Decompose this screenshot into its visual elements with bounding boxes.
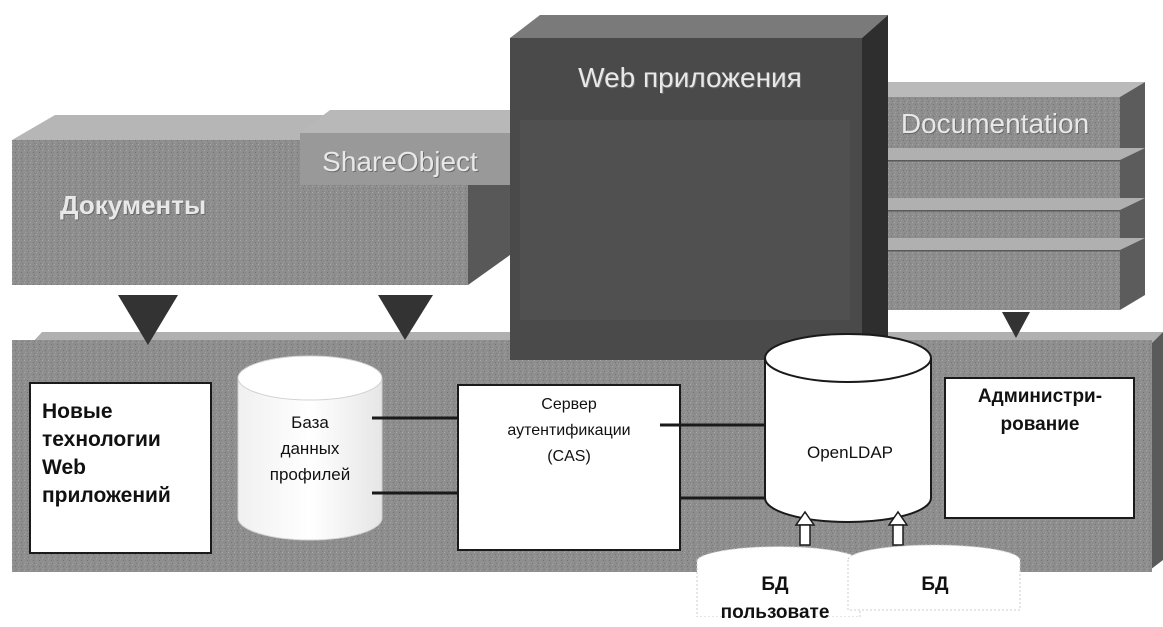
documentation-down-arrow: [1002, 312, 1030, 338]
db-up-arrow: [887, 510, 909, 546]
profile-db-cylinder: [237, 355, 383, 541]
cas-label: Сервер аутентификации (CAS): [507, 396, 631, 465]
users-db-up-arrow: [794, 510, 816, 546]
shareobject-down-arrow: [378, 295, 433, 340]
db-cylinder: [847, 544, 1021, 611]
admin-box: [944, 377, 1135, 519]
profile-db-label: База данных профилей: [269, 413, 351, 484]
documents-down-arrow: [118, 295, 178, 345]
documentation-block: [862, 82, 1145, 310]
admin-label: Администри- рование: [977, 386, 1103, 435]
new-tech-box: [29, 382, 212, 554]
users-db-label: БД пользовате: [720, 574, 830, 623]
openldap-cylinder: [764, 333, 932, 523]
documentation-label: Documentation: [900, 108, 1090, 139]
web-apps-block: [510, 15, 888, 360]
openldap-label: OpenLDAP: [807, 443, 893, 462]
new-tech-label: Новые технологии Web приложений: [42, 400, 171, 507]
shareobject-block: [300, 110, 515, 185]
web-apps-label: Web приложения: [578, 62, 802, 93]
db-label: БД: [921, 574, 949, 595]
shareobject-label: ShareObject: [322, 146, 478, 177]
cas-box: [457, 384, 681, 551]
documents-label: Документы: [60, 190, 207, 220]
